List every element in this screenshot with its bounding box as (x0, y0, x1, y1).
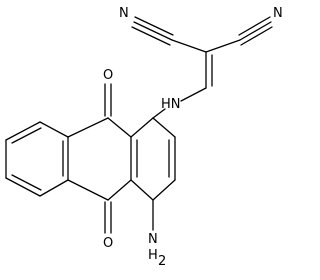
chemical-structure-diagram: N N HN O O N H 2 (5, 6, 283, 269)
nitrile-n-right-label: N (273, 6, 283, 21)
amino-group-label: N H 2 (148, 232, 166, 269)
secondary-amine-label: HN (161, 97, 181, 112)
ring-center (67, 117, 132, 201)
carbonyl-top (104, 83, 112, 117)
carbonyl-oxygen-top-label: O (103, 68, 113, 83)
amino-linker (152, 108, 166, 119)
ring-right (130, 117, 176, 201)
carbonyl-oxygen-bottom-label: O (103, 236, 113, 251)
vinyl-linker (180, 51, 213, 102)
carbonyl-bottom (104, 201, 112, 234)
amino-n-label: N (148, 232, 158, 247)
nitrile-right (205, 16, 273, 53)
amino-subscript-label: 2 (158, 254, 166, 269)
nitrile-n-left-label: N (119, 6, 129, 21)
nitrile-left (131, 16, 207, 53)
ring-left (5, 121, 69, 197)
amino-h-label: H (148, 248, 158, 263)
